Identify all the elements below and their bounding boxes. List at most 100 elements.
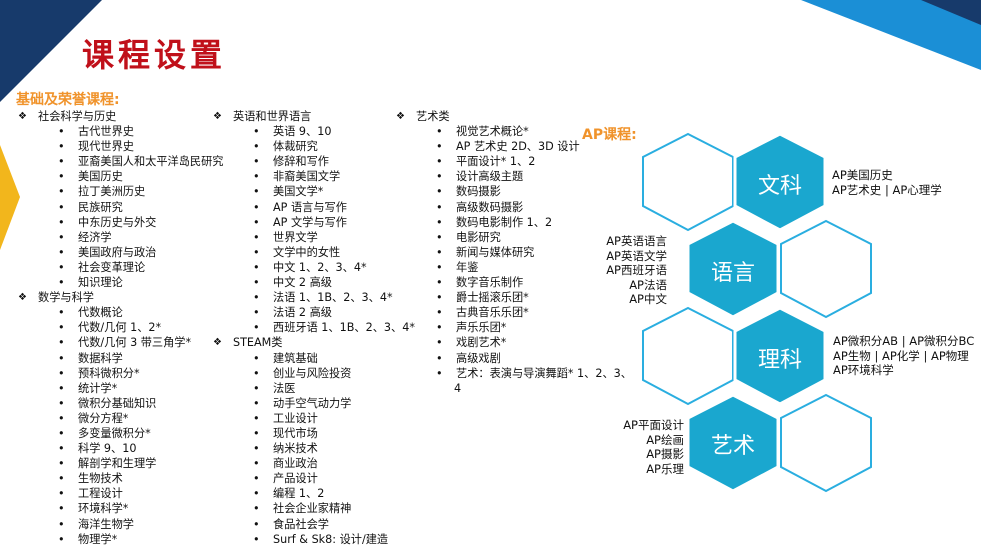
list-item: AP美国历史 xyxy=(832,168,893,182)
list-item: •文学中的女性 xyxy=(253,245,341,259)
list-item: •代数/几何 1、2* xyxy=(58,321,162,335)
diamond-bullet-icon: ❖ xyxy=(213,337,222,349)
list-item: •食品社会学 xyxy=(253,517,329,531)
list-item: •代数概论 xyxy=(58,306,123,320)
list-item: •AP 艺术史 2D、3D 设计 xyxy=(436,140,580,154)
list-item: AP西班牙语 xyxy=(606,263,667,277)
ap-liberal-arts-list: AP美国历史 AP艺术史 | AP心理学 xyxy=(832,168,942,197)
basic-courses-heading: 基础及荣誉课程: xyxy=(16,92,120,108)
list-item: •法语 2 高级 xyxy=(253,306,332,320)
hex-label-languages: 语言 xyxy=(711,261,756,286)
list-item: •高级数码摄影 xyxy=(436,200,524,214)
list-item: •声乐乐团* xyxy=(436,321,507,335)
category-arts: ❖艺术类 xyxy=(396,110,450,123)
list-item: •亚裔美国人和太平洋岛民研究 xyxy=(58,155,224,169)
list-item: •物理学* xyxy=(58,532,118,546)
list-item: •视觉艺术概论* xyxy=(436,125,529,139)
list-item: •电影研究 xyxy=(436,230,501,244)
hex-label-sciences: 理科 xyxy=(758,348,803,373)
hex-label-liberal-arts: 文科 xyxy=(758,174,803,199)
list-item: •修辞和写作 xyxy=(253,155,329,169)
hex-languages xyxy=(686,219,780,319)
list-item: •知识理论 xyxy=(58,276,123,290)
list-item: •设计高级主题 xyxy=(436,170,524,184)
list-item: •动手空气动力学 xyxy=(253,396,352,410)
list-item: •中东历史与外交 xyxy=(58,215,157,229)
list-item: AP环境科学 xyxy=(833,363,894,377)
hex-outline xyxy=(642,132,734,232)
ap-languages-list: AP英语语言 AP英语文学 AP西班牙语 AP法语 AP中文 xyxy=(606,234,667,307)
list-item: AP中文 xyxy=(629,292,667,306)
list-item: •现代世界史 xyxy=(58,140,134,154)
list-item: AP艺术史 | AP心理学 xyxy=(832,182,942,197)
course-column-3: ❖艺术类 •视觉艺术概论* •AP 艺术史 2D、3D 设计 •平面设计* 1、… xyxy=(396,109,632,396)
list-item: •解剖学和生理学 xyxy=(58,457,157,471)
list-item: AP生物 | AP化学 | AP物理 xyxy=(833,348,969,363)
list-item: •戏剧艺术* xyxy=(436,336,507,350)
side-accent-yellow xyxy=(0,145,20,250)
list-item: •数据科学 xyxy=(58,351,123,365)
list-item: •Surf & Sk8: 设计/建造 xyxy=(253,532,389,546)
list-item: •产品设计 xyxy=(253,472,318,486)
list-item: •环境科学* xyxy=(58,502,129,516)
list-item: •非裔美国文学 xyxy=(253,170,341,184)
ap-sciences-list: AP微积分AB | AP微积分BC AP生物 | AP化学 | AP物理 AP环… xyxy=(833,334,974,378)
hex-outline xyxy=(642,306,734,406)
diamond-bullet-icon: ❖ xyxy=(213,111,222,122)
diamond-bullet-icon: ❖ xyxy=(396,111,405,122)
list-item: •西班牙语 1、1B、2、3、4* xyxy=(253,321,415,335)
hex-label-arts: 艺术 xyxy=(711,434,756,459)
list-item: •美国历史 xyxy=(58,170,123,184)
hex-arts xyxy=(686,393,780,493)
list-item: •工程设计 xyxy=(58,487,123,501)
list-item: •高级戏剧 xyxy=(436,351,501,365)
list-item: •艺术：表演与导演舞蹈* 1、2、3、 xyxy=(436,366,632,380)
list-item: •法医 xyxy=(253,381,296,395)
list-item: •法语 1、1B、2、3、4* xyxy=(253,291,393,305)
list-item: •社会变革理论 xyxy=(58,260,146,274)
list-item: •平面设计* 1、2 xyxy=(436,155,536,169)
list-item: •科学 9、10 xyxy=(58,442,137,456)
course-column-2: ❖英语和世界语言 •英语 9、10 •体裁研究 •修辞和写作 •非裔美国文学 •… xyxy=(213,109,415,547)
ap-arts-list: AP平面设计 AP绘画 AP摄影 AP乐理 xyxy=(623,418,684,476)
list-item: •微分方程* xyxy=(58,411,129,425)
hex-sciences xyxy=(733,306,827,406)
list-item: •建筑基础 xyxy=(253,351,318,365)
diamond-bullet-icon: ❖ xyxy=(18,292,27,304)
list-item: •数码摄影 xyxy=(436,185,501,199)
list-item: •新闻与媒体研究 xyxy=(436,245,535,259)
list-item: •数码电影制作 1、2 xyxy=(436,215,553,229)
list-item: •社会企业家精神 xyxy=(253,502,352,516)
category-steam: ❖STEAM类 xyxy=(213,336,283,350)
list-item: •世界文学 xyxy=(253,230,318,244)
list-item: •微积分基础知识 xyxy=(58,396,157,410)
list-item: •统计学* xyxy=(58,381,118,395)
list-item: •海洋生物学 xyxy=(58,517,134,531)
list-item: •美国政府与政治 xyxy=(58,245,157,259)
diamond-bullet-icon: ❖ xyxy=(18,111,27,122)
list-item: AP英语文学 xyxy=(606,248,667,263)
list-item: AP法语 xyxy=(629,277,667,292)
hex-liberal-arts xyxy=(733,132,827,232)
list-item: •工业设计 xyxy=(253,411,318,425)
list-item: AP绘画 xyxy=(646,432,684,447)
list-item: •多变量微积分* xyxy=(58,426,151,440)
list-item: •古典音乐乐团* xyxy=(436,306,529,320)
category-english-languages: ❖英语和世界语言 xyxy=(213,110,312,123)
list-item: AP微积分AB | AP微积分BC xyxy=(833,334,975,348)
list-item: •体裁研究 xyxy=(253,140,318,154)
list-item: •爵士摇滚乐团* xyxy=(436,291,529,305)
list-item: AP英语语言 xyxy=(606,234,667,248)
course-column-1: ❖社会科学与历史 •古代世界史 •现代世界史 •亚裔美国人和太平洋岛民研究 •美… xyxy=(18,109,224,547)
list-item: •现代市场 xyxy=(253,426,318,440)
list-item: •年鉴 xyxy=(436,260,479,274)
category-social-science: ❖社会科学与历史 xyxy=(18,110,117,123)
list-item: •AP 语言与写作 xyxy=(253,200,347,214)
list-item: AP乐理 xyxy=(646,461,684,476)
list-item: •数字音乐制作 xyxy=(436,276,524,290)
list-item: •中文 1、2、3、4* xyxy=(253,260,367,274)
list-item: •预科微积分* xyxy=(58,366,140,380)
list-item: •中文 2 高级 xyxy=(253,276,332,290)
page-title: 课程设置 xyxy=(82,36,227,74)
